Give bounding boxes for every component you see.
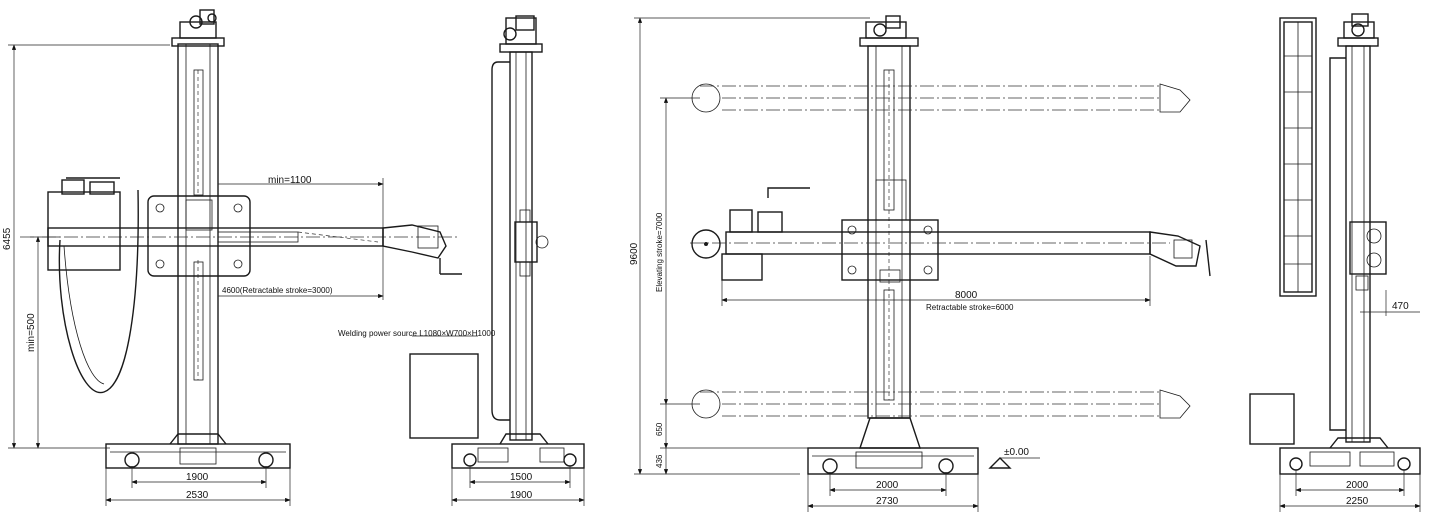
dim-base: 2530	[186, 490, 209, 501]
dim-track: 1500	[510, 472, 533, 483]
dim-track: 2000	[1346, 480, 1369, 491]
dim-min-reach: min=1100	[268, 175, 312, 186]
boom-upper-position	[691, 83, 1191, 113]
dim-lower: 650	[655, 422, 664, 436]
dim-min-height: min=500	[26, 313, 37, 352]
dim-retract: Retractable stroke=6000	[926, 303, 1014, 312]
dim-elevating: Elevating stroke=7000	[655, 212, 664, 292]
view3-front-elevation: 9600 Elevating stroke=7000 650 436	[629, 15, 1211, 512]
dim-base: 1900	[510, 490, 533, 501]
dim-total-height: 6455	[2, 227, 13, 250]
dim-track: 1900	[186, 472, 209, 483]
dim-base: 2250	[1346, 496, 1369, 507]
dim-total-height: 9600	[629, 242, 640, 265]
dim-base: 2730	[876, 496, 899, 507]
view4-side-elevation: 470 2000 2250	[1249, 13, 1421, 512]
dim-offset: 470	[1392, 301, 1409, 312]
ground-level: ±0.00	[1004, 447, 1029, 458]
dim-track: 2000	[876, 480, 899, 491]
dim-base-height: 436	[655, 454, 664, 468]
dim-boom: 8000	[955, 290, 978, 301]
power-source-label: Welding power source L1080×W700×H1000	[338, 329, 496, 338]
boom-lower-position	[691, 389, 1191, 419]
view1-front-elevation: 6455 min=500	[2, 9, 462, 506]
dim-stroke: 4600(Retractable stroke=3000)	[222, 286, 333, 295]
view2-side-elevation: Welding power source L1080×W700×H1000 15…	[338, 15, 585, 506]
